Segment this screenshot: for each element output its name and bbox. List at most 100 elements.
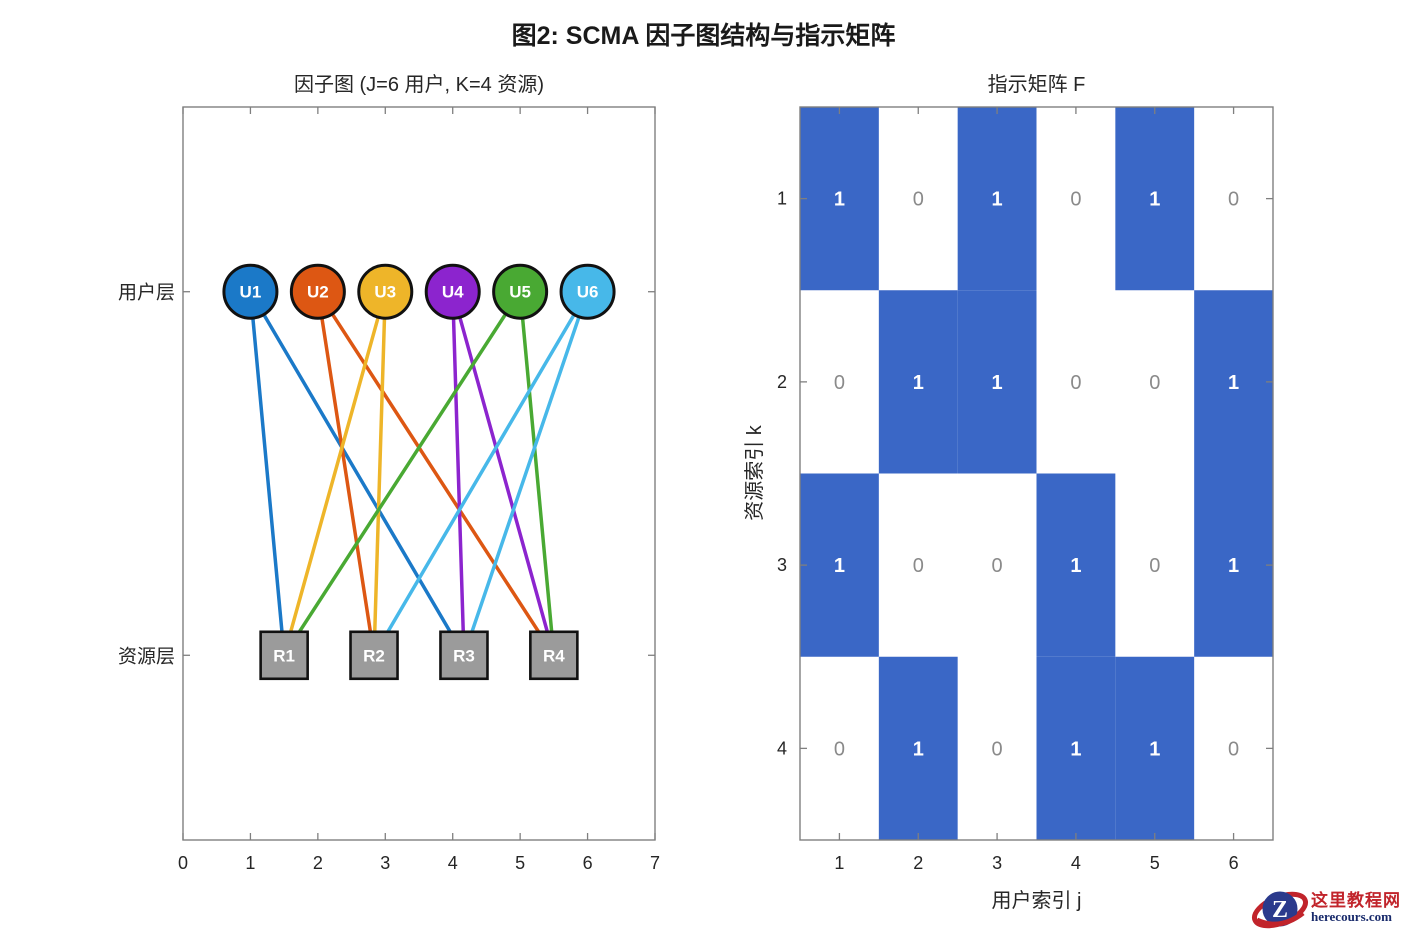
matrix-x-tick-label: 5	[1150, 853, 1160, 873]
matrix-cell-value: 0	[1149, 555, 1160, 577]
matrix-cell-value: 0	[913, 555, 924, 577]
matrix-cell-value: 1	[913, 738, 924, 760]
user-node-U4	[424, 263, 481, 320]
user-node-label: U3	[374, 283, 396, 302]
factor-graph-x-tick-label: 6	[583, 853, 593, 873]
matrix-cell-value: 0	[913, 189, 924, 211]
matrix-cell-k3-j6	[1194, 473, 1273, 657]
edge-U1-R3	[248, 289, 466, 658]
matrix-cell-value: 0	[834, 372, 845, 394]
resource-node-R2	[349, 630, 399, 681]
resource-node-R3	[439, 630, 489, 681]
matrix-cell-value: 0	[1070, 189, 1081, 211]
factor-graph-x-tick-label: 4	[448, 853, 458, 873]
matrix-cell-k1-j1	[800, 107, 879, 291]
matrix-cell-k2-j2	[878, 290, 958, 474]
matrix-cell-k2-j6	[1194, 290, 1273, 474]
matrix-y-tick-label: 3	[777, 555, 787, 575]
edge-U3-R2	[372, 289, 388, 658]
edge-U2-R2	[316, 289, 376, 658]
matrix-cell-value: 1	[834, 555, 845, 577]
factor-graph-x-tick-label: 2	[313, 853, 323, 873]
matrix-cell-value: 0	[1228, 738, 1239, 760]
edge-U6-R3	[462, 289, 590, 658]
resource-node-label: R1	[273, 646, 295, 665]
resource-node-label: R2	[363, 646, 385, 665]
matrix-cell-k4-j2	[878, 656, 958, 840]
matrix-cell-value: 1	[992, 189, 1003, 211]
matrix-cell-value: 1	[913, 372, 924, 394]
edge-U1-R1	[248, 289, 286, 658]
factor-graph-x-tick-label: 1	[245, 853, 255, 873]
user-node-label: U6	[577, 283, 599, 302]
edge-U5-R1	[282, 289, 522, 658]
matrix-cell-k3-j1	[800, 473, 879, 657]
matrix-y-axis-label: 资源索引 k	[744, 425, 766, 521]
matrix-x-tick-label: 6	[1229, 853, 1239, 873]
matrix-x-axis-label: 用户索引 j	[991, 890, 1082, 912]
edge-U4-R4	[450, 289, 556, 658]
edge-U3-R1	[282, 289, 388, 658]
matrix-cell-k3-j4	[1036, 473, 1116, 657]
watermark-logo-letter: Z	[1272, 897, 1288, 923]
matrix-y-tick-label: 1	[777, 189, 787, 209]
user-node-U3	[357, 263, 414, 320]
matrix-cell-value: 0	[834, 738, 845, 760]
factor-graph-y-tick-label: 资源层	[118, 645, 175, 667]
resource-node-R4	[529, 630, 579, 681]
matrix-y-tick-label: 2	[777, 372, 787, 392]
matrix-cell-value: 1	[1149, 738, 1160, 760]
edge-U6-R2	[372, 289, 590, 658]
matrix-cell-value: 0	[992, 738, 1003, 760]
matrix-cell-k1-j3	[957, 107, 1037, 291]
watermark-site-name: 这里教程网	[1311, 890, 1401, 910]
factor-graph-x-tick-label: 7	[650, 853, 660, 873]
matrix-cell-k4-j4	[1036, 656, 1116, 840]
matrix-axes-box	[799, 106, 1274, 841]
matrix-y-tick-label: 4	[777, 738, 787, 758]
matrix-cell-k4-j5	[1115, 656, 1195, 840]
matrix-x-tick-label: 2	[913, 853, 923, 873]
matrix-cell-value: 1	[1070, 555, 1081, 577]
user-node-U1	[222, 263, 279, 320]
matrix-cell-value: 1	[1228, 555, 1239, 577]
factor-graph-x-tick-label: 0	[178, 853, 188, 873]
matrix-x-tick-label: 4	[1071, 853, 1081, 873]
edge-U5-R4	[518, 289, 556, 658]
user-node-label: U5	[509, 283, 531, 302]
matrix-cell-value: 0	[992, 555, 1003, 577]
matrix-cell-k1-j5	[1115, 107, 1195, 291]
user-node-label: U1	[240, 283, 262, 302]
matrix-cell-value: 1	[1070, 738, 1081, 760]
factor-graph-axes-box	[182, 106, 656, 841]
factor-graph-x-tick-label: 5	[515, 853, 525, 873]
edge-U4-R3	[450, 289, 466, 658]
user-node-U6	[559, 263, 616, 320]
factor-graph-x-tick-label: 3	[380, 853, 390, 873]
user-node-U2	[289, 263, 346, 320]
user-node-label: U2	[307, 283, 329, 302]
factor-graph-y-tick-label: 用户层	[118, 282, 175, 304]
matrix-cell-value: 1	[1228, 372, 1239, 394]
factor-graph-title: 因子图 (J=6 用户, K=4 资源)	[293, 74, 545, 96]
matrix-cell-value: 0	[1149, 372, 1160, 394]
resource-node-label: R3	[453, 646, 475, 665]
matrix-cell-value: 1	[992, 372, 1003, 394]
resource-node-R1	[259, 630, 309, 681]
edge-U2-R4	[316, 289, 556, 658]
matrix-title: 指示矩阵 F	[987, 74, 1086, 96]
matrix-cell-k2-j3	[957, 290, 1037, 474]
user-node-label: U4	[442, 283, 464, 302]
matrix-x-tick-label: 1	[834, 853, 844, 873]
matrix-x-tick-label: 3	[992, 853, 1002, 873]
matrix-cell-value: 1	[1149, 189, 1160, 211]
watermark-logo-icon: Z	[1251, 891, 1309, 928]
matrix-cell-value: 1	[834, 189, 845, 211]
matrix-cell-value: 0	[1228, 189, 1239, 211]
watermark-site-url: herecours.com	[1311, 908, 1392, 924]
resource-node-label: R4	[543, 646, 565, 665]
user-node-U5	[492, 263, 549, 320]
matrix-cell-value: 0	[1070, 372, 1081, 394]
